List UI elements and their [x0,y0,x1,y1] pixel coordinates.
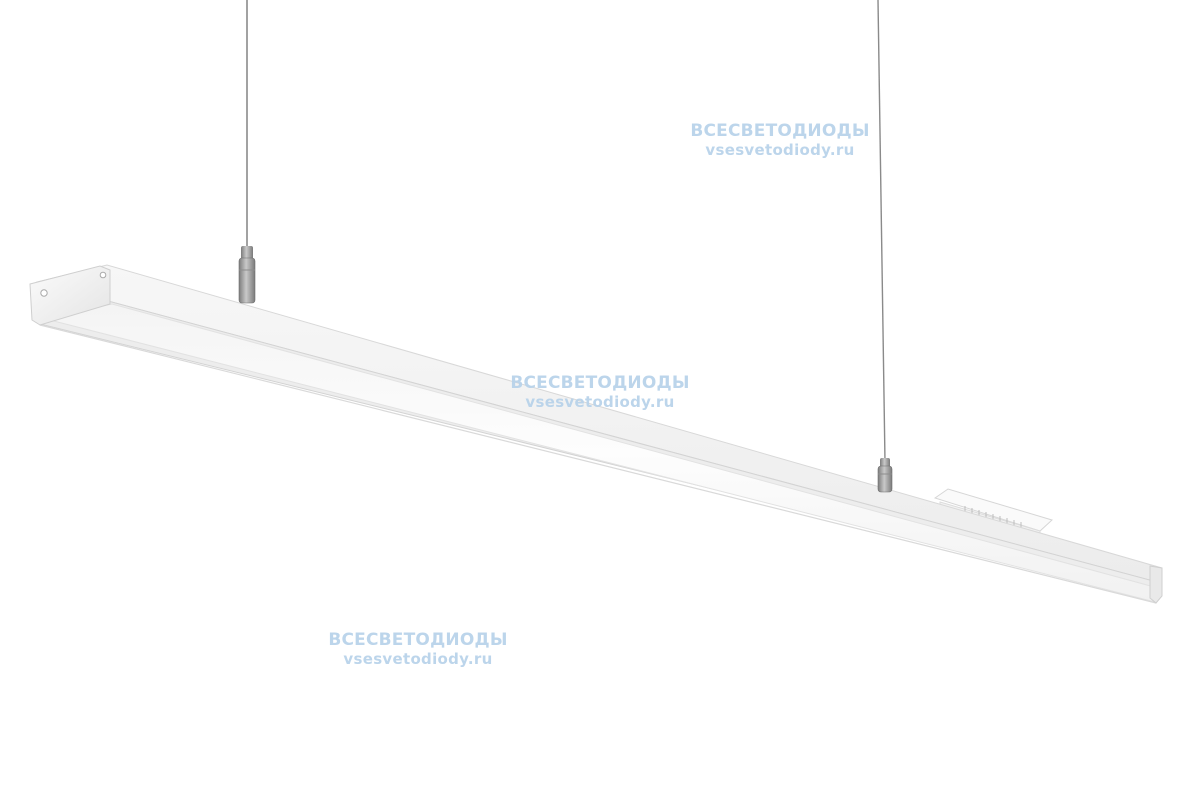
luminaire-bottom-edge [39,324,1157,604]
watermark-domain: vsesvetodiody.ru [525,392,675,411]
watermark-domain: vsesvetodiody.ru [705,140,855,159]
cable-clamp-right [877,458,893,493]
watermark: ВСЕСВЕТОДИОДЫ vsesvetodiody.ru [318,630,518,668]
right-end-cap [1149,565,1163,604]
watermark: ВСЕСВЕТОДИОДЫ vsesvetodiody.ru [500,373,700,411]
watermark: ВСЕСВЕТОДИОДЫ vsesvetodiody.ru [680,121,880,159]
luminaire-top-face [36,264,1163,583]
watermark-brand: ВСЕСВЕТОДИОДЫ [510,373,690,393]
watermark-domain: vsesvetodiody.ru [343,649,493,668]
watermark-brand: ВСЕСВЕТОДИОДЫ [690,121,870,141]
cable-clamp-left [238,246,256,304]
led-diffuser [41,303,1159,603]
left-end-cap [29,265,111,326]
suspension-cable-right [877,0,886,463]
watermark-brand: ВСЕСВЕТОДИОДЫ [328,630,508,650]
